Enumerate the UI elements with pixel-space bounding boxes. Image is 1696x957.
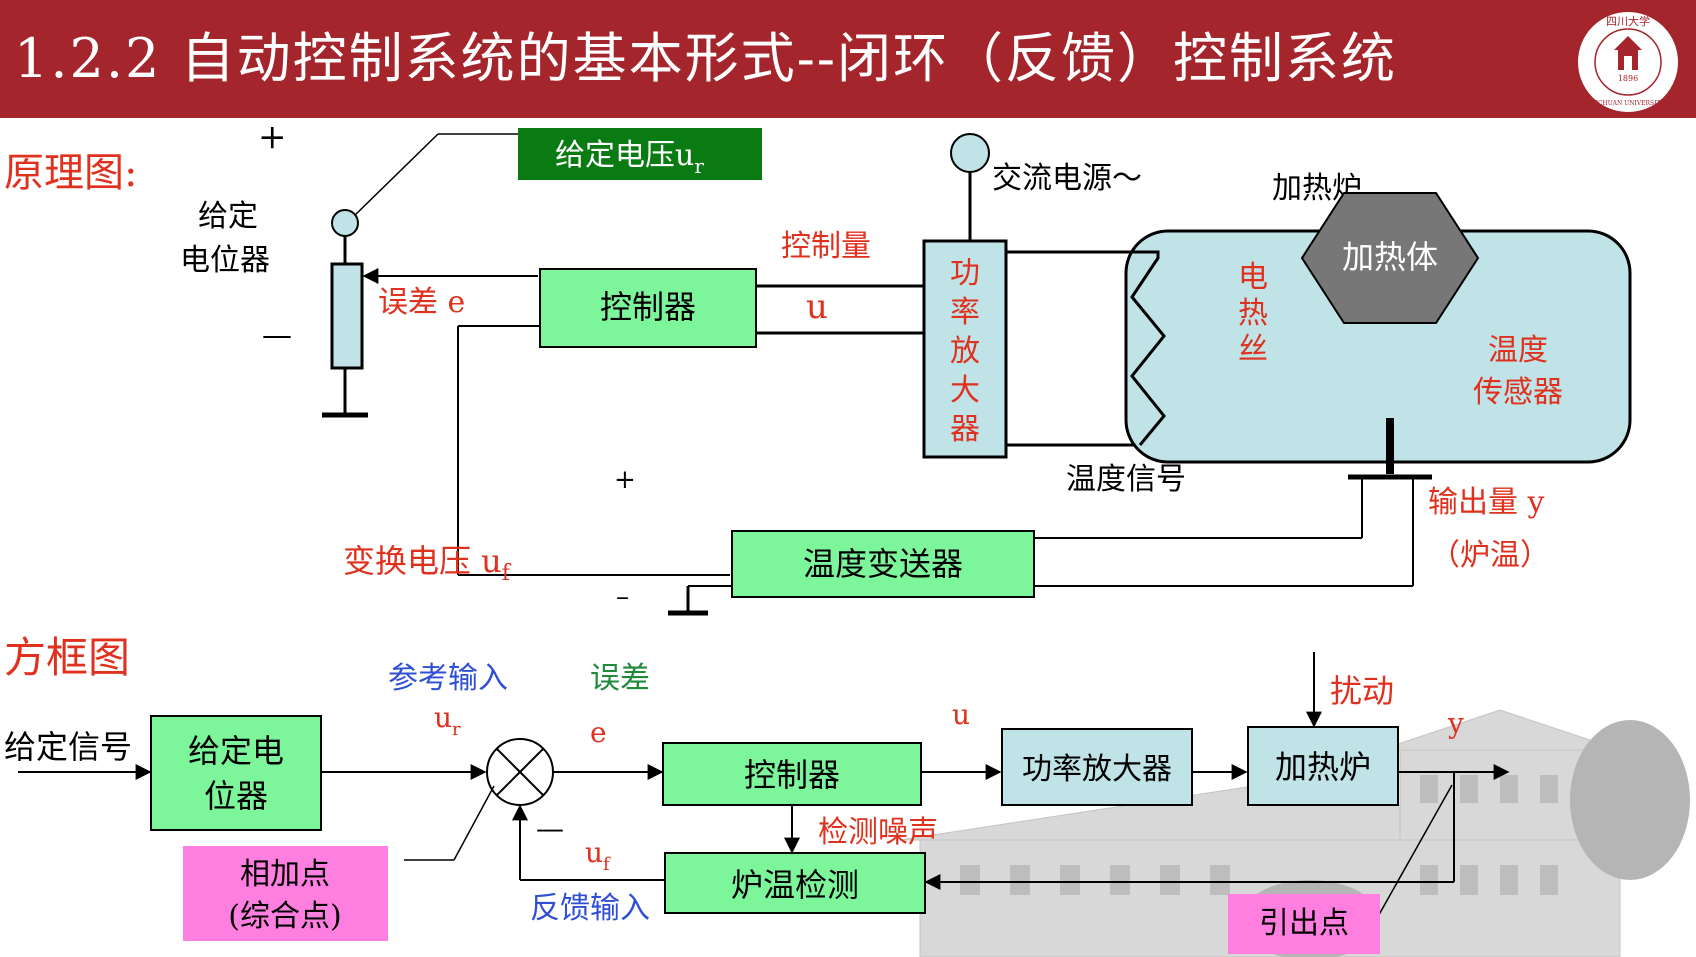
detector-block-label: 炉温检测 [731, 866, 859, 904]
pot-block-line-2: 位器 [204, 777, 268, 815]
noise-label: 检测噪声 [818, 815, 938, 850]
furnace-block-label: 加热炉 [1275, 748, 1371, 786]
ur-label: ur [434, 701, 461, 740]
seal-bottom-text: SICHUAN UNIVERSITY [1591, 100, 1665, 107]
pot-minus: — [262, 318, 292, 353]
controller-block [662, 742, 922, 806]
power-amp-box [922, 239, 1008, 459]
transmitter-box [731, 530, 1035, 598]
temp-sensor-1: 温度 [1488, 333, 1548, 368]
power-amp-block-label: 功率放大器 [1022, 752, 1172, 787]
seal-year: 1896 [1618, 74, 1638, 83]
heating-wire-3: 丝 [1238, 332, 1268, 367]
heating-coil [1130, 250, 1166, 446]
furnace-block [1247, 726, 1399, 806]
given-signal-label: 给定信号 [4, 728, 132, 766]
temp-signal-label: 温度信号 [1066, 462, 1186, 497]
potentiometer [330, 262, 364, 370]
power-amp-char-4: 大 [950, 373, 980, 408]
principle-heading: 原理图: [4, 150, 137, 196]
sum-point-line-2: (综合点) [228, 899, 341, 934]
pot-plus: + [258, 117, 287, 157]
pot-terminal [331, 209, 359, 237]
slide-title: 1.2.2 自动控制系统的基本形式--闭环（反馈）控制系统 [14, 27, 1398, 90]
controller-box [539, 268, 757, 348]
pot-block-line-1: 给定电 [188, 732, 284, 770]
sum-point-note [183, 846, 388, 941]
uf-label: uf [585, 836, 611, 875]
power-amp-char-1: 功 [950, 256, 980, 291]
u-label: u [952, 698, 970, 731]
disturbance-label: 扰动 [1330, 672, 1394, 710]
temp-sensor-2: 传感器 [1473, 375, 1563, 410]
power-amp-char-3: 放 [950, 334, 980, 369]
output-label: 输出量 y [1428, 485, 1545, 520]
output-sub-label: （炉温） [1430, 538, 1550, 573]
pot-label-2: 电位器 [180, 243, 270, 278]
takeoff-note [1228, 894, 1380, 954]
detector-block [664, 852, 926, 914]
ref-voltage-label: 给定电压ur [555, 138, 704, 178]
pot-label-1: 给定 [198, 199, 258, 234]
pot-block [150, 715, 322, 831]
block-heading: 方框图 [4, 633, 130, 682]
power-amp-char-2: 率 [950, 295, 980, 330]
ref-input-label: 参考输入 [388, 661, 508, 696]
transmitter-minus: – [616, 582, 629, 612]
y-label: y [1447, 707, 1464, 740]
power-amp-char-5: 器 [950, 412, 980, 447]
seal-top-text: 四川大学 [1606, 14, 1650, 28]
control-u-label: u [806, 287, 828, 327]
transmitter-plus: + [614, 465, 636, 495]
heater-body-label: 加热体 [1342, 238, 1438, 276]
title-bar: 1.2.2 自动控制系统的基本形式--闭环（反馈）控制系统 四川大学 1896 … [0, 0, 1696, 118]
transmitter-label: 温度变送器 [803, 545, 963, 583]
block-minus: — [536, 812, 564, 845]
sum-point-line-1: 相加点 [240, 857, 330, 892]
controller-label: 控制器 [600, 288, 696, 326]
heating-wire-2: 热 [1238, 296, 1268, 331]
university-seal-icon: 四川大学 1896 SICHUAN UNIVERSITY [1576, 10, 1680, 114]
takeoff-label: 引出点 [1259, 906, 1349, 941]
error-label: 误差 e [378, 285, 465, 320]
fb-input-label: 反馈输入 [530, 891, 650, 926]
ac-source-terminal [950, 133, 990, 173]
error-word: 误差 [590, 661, 650, 696]
heating-wire-1: 电 [1238, 260, 1268, 295]
power-amp-block [1001, 728, 1193, 806]
heater-body-hexagon [1300, 192, 1480, 324]
ref-voltage-box [518, 128, 762, 180]
ac-source-label: 交流电源～ [992, 161, 1142, 196]
control-qty-label: 控制量 [781, 229, 871, 264]
conv-voltage-label: 变换电压 uf [343, 542, 512, 586]
e-label: e [590, 716, 607, 749]
controller-block-label: 控制器 [744, 756, 840, 794]
